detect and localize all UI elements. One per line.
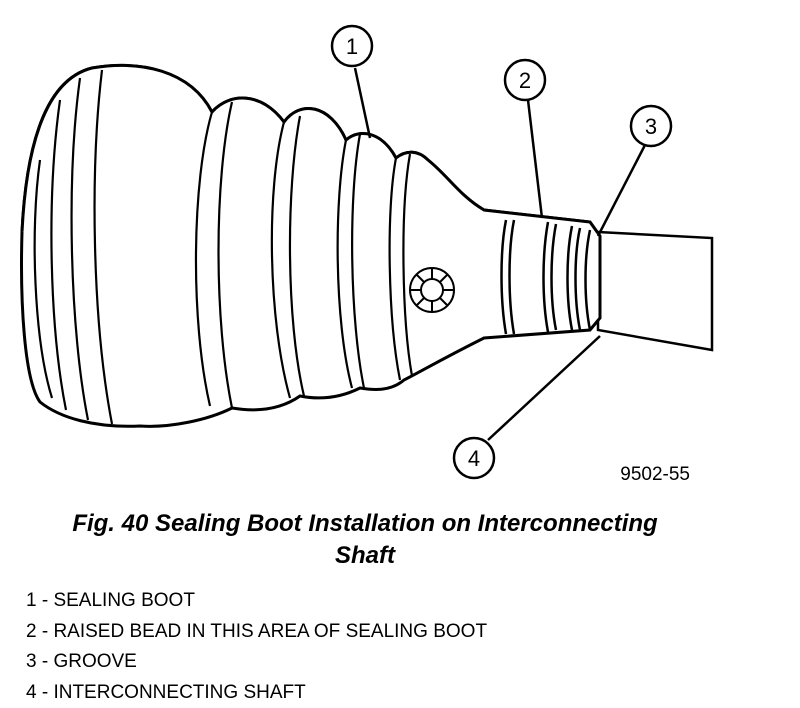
- callout-4-label: 4: [468, 446, 480, 471]
- boot-logo-icon: [410, 268, 454, 312]
- legend-item: 1 - SEALING BOOT: [26, 586, 487, 617]
- legend-item: 4 - INTERCONNECTING SHAFT: [26, 678, 487, 708]
- figure-caption: Fig. 40 Sealing Boot Installation on Int…: [0, 508, 730, 572]
- figure-reference-number: 9502-55: [620, 464, 690, 485]
- legend-list: 1 - SEALING BOOT 2 - RAISED BEAD IN THIS…: [26, 586, 487, 708]
- legend-item: 2 - RAISED BEAD IN THIS AREA OF SEALING …: [26, 617, 487, 648]
- callout-2: 2: [505, 60, 545, 100]
- callout-3: 3: [631, 106, 671, 146]
- callout-3-label: 3: [645, 114, 657, 139]
- callout-4: 4: [454, 438, 494, 478]
- sealing-boot: [22, 65, 600, 426]
- figure-caption-line-2: Shaft: [0, 540, 730, 572]
- callout-1-label: 1: [346, 34, 358, 59]
- callout-1: 1: [332, 26, 372, 66]
- interconnecting-shaft: [598, 232, 712, 350]
- figure-caption-line-1: Fig. 40 Sealing Boot Installation on Int…: [0, 508, 730, 540]
- legend-item: 3 - GROOVE: [26, 647, 487, 678]
- boot-shaft-illustration: 1 2 3 4 9502-55: [0, 0, 800, 500]
- callout-2-label: 2: [519, 68, 531, 93]
